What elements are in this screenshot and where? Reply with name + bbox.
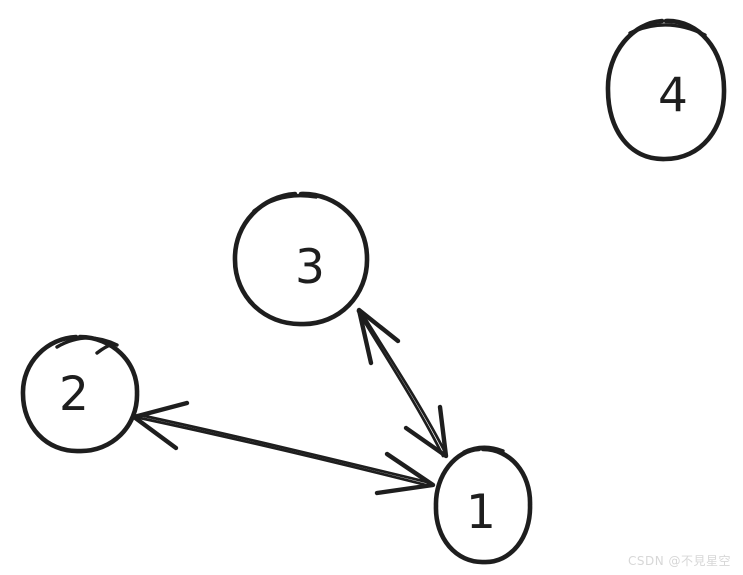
node-2-label: 2 xyxy=(59,367,89,422)
node-1: 1 xyxy=(433,445,533,565)
node-1-circle xyxy=(433,446,533,565)
node-4: 4 xyxy=(605,18,727,162)
node-1-label: 1 xyxy=(466,485,496,540)
node-3-pen-overlap xyxy=(252,193,318,213)
arrowhead-to-1-from-2-icon xyxy=(374,451,436,496)
node-3: 3 xyxy=(232,191,370,327)
node-2-pen-tick xyxy=(95,342,115,355)
edge-1-2-line-overdraw xyxy=(138,416,432,488)
node-2-circle xyxy=(20,334,140,454)
edge-1-3 xyxy=(356,307,449,459)
node-4-pen-overlap xyxy=(628,23,707,37)
node-1-pen-overlap xyxy=(462,445,505,454)
node-4-circle xyxy=(605,18,727,162)
node-2-pen-overlap xyxy=(55,336,119,349)
edge-1-2 xyxy=(131,400,436,496)
edge-1-3-line-overdraw xyxy=(358,308,448,456)
node-3-label: 3 xyxy=(295,240,325,295)
edge-1-3-line xyxy=(356,309,445,458)
node-4-label: 4 xyxy=(658,68,688,123)
watermark: CSDN @不見星空 xyxy=(627,554,731,568)
arrowhead-to-3-icon xyxy=(356,307,401,366)
node-3-circle xyxy=(232,191,370,327)
arrowhead-to-1-from-3-icon xyxy=(403,404,449,459)
node-2: 2 xyxy=(20,334,140,454)
edge-1-2-line xyxy=(138,413,433,485)
